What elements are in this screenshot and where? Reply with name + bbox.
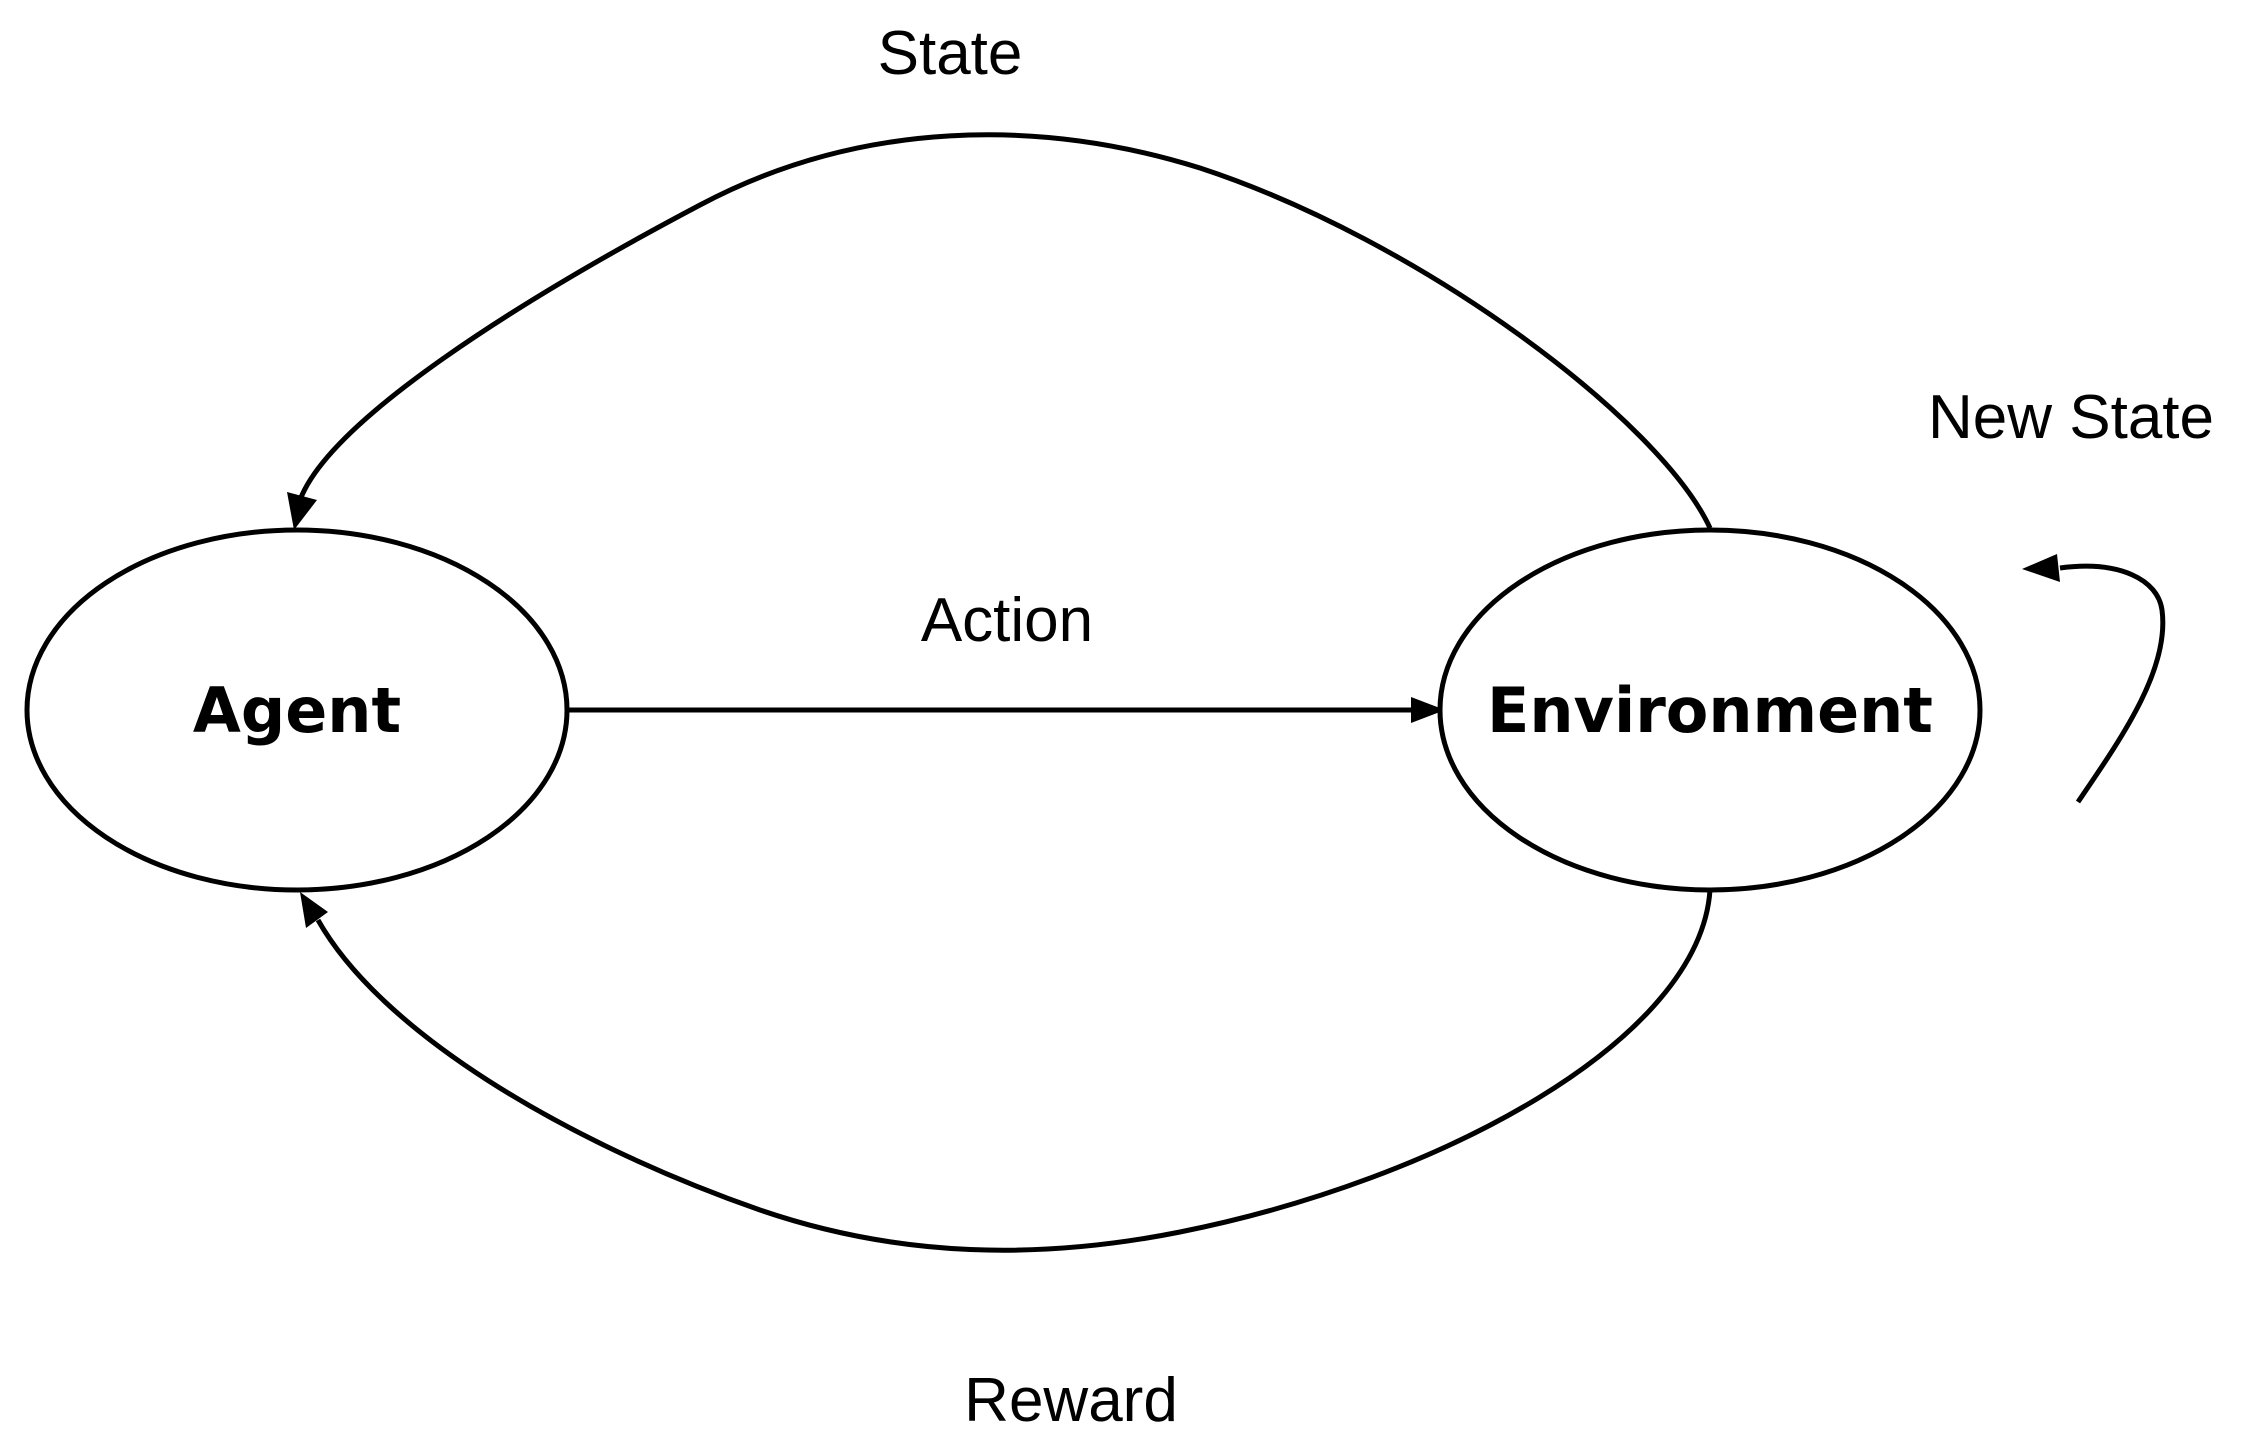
agent-ellipse	[24, 527, 570, 893]
new-state-edge-line	[2059, 563, 2166, 804]
environment-label: Environment	[1487, 674, 1933, 747]
state-arrowhead	[287, 492, 317, 530]
reward-arrowhead	[300, 892, 328, 928]
environment-ellipse	[1437, 527, 1983, 893]
reward-edge: Reward	[300, 889, 1713, 1435]
state-edge-line	[297, 132, 1713, 530]
action-label: Action	[921, 586, 1093, 655]
new-state-edge: New State	[1928, 383, 2214, 804]
new-state-label: New State	[1928, 383, 2214, 452]
agent-label: Agent	[193, 674, 401, 747]
environment-node: Environment	[1437, 527, 1983, 893]
reward-edge-line	[315, 889, 1713, 1253]
state-label: State	[878, 19, 1023, 88]
state-edge: State	[287, 19, 1713, 530]
action-arrowhead	[1411, 697, 1445, 723]
agent-node: Agent	[24, 527, 570, 893]
action-edge: Action	[568, 586, 1445, 723]
reward-label: Reward	[964, 1366, 1178, 1435]
new-state-arrowhead	[2022, 554, 2060, 582]
